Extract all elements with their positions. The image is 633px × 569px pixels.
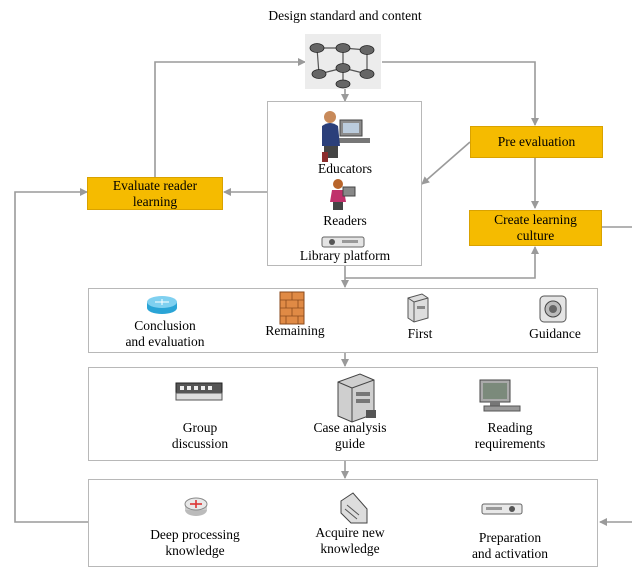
- connectors: [14, 58, 632, 526]
- label-first: First: [407, 326, 433, 341]
- educator-icon: [322, 111, 370, 162]
- router-red-icon: [184, 497, 208, 516]
- label-deep-2: knowledge: [165, 543, 225, 558]
- storage-icon: [340, 492, 368, 524]
- reader-icon: [330, 179, 356, 210]
- diagram-title: Design standard and content: [268, 8, 422, 23]
- projector-icon: [481, 503, 523, 515]
- label-acquire-1: Acquire new: [315, 525, 385, 540]
- label-educators: Educators: [318, 161, 372, 176]
- server-icon: [407, 293, 429, 323]
- label-case-2: guide: [335, 436, 365, 451]
- connector-preeval-to-center: [421, 141, 471, 185]
- label-reading-1: Reading: [487, 420, 533, 435]
- label-readers: Readers: [323, 213, 367, 228]
- label-group-1: Group: [182, 420, 218, 435]
- label-conclusion-1: Conclusion: [134, 318, 196, 333]
- connector-row3-to-evaluate: [14, 188, 88, 523]
- culture-line-1: Create learning: [494, 212, 577, 227]
- projector-icon: [321, 236, 365, 248]
- label-reading-2: requirements: [474, 436, 546, 451]
- connector-network-to-preeval: [382, 61, 539, 126]
- node-evaluate-reader-learning: Evaluate reader learning: [87, 177, 223, 210]
- label-conclusion-2: and evaluation: [125, 334, 205, 349]
- node-pre-evaluation: Pre evaluation: [470, 126, 603, 158]
- label-group-2: discussion: [171, 436, 229, 451]
- center-box: [267, 101, 422, 266]
- label-prep-2: and activation: [471, 546, 549, 561]
- row2-box: [88, 367, 598, 461]
- tower-server-icon: [337, 373, 376, 423]
- label-library-platform: Library platform: [299, 248, 391, 263]
- monitor-icon: [479, 379, 521, 412]
- connector-center-to-culture: [345, 246, 539, 279]
- node-create-learning-culture: Create learning culture: [469, 210, 602, 246]
- connector-evaluate-to-network: [154, 58, 306, 178]
- evaluate-line-1: Evaluate reader: [112, 177, 198, 193]
- label-acquire-2: knowledge: [320, 541, 380, 556]
- label-guidance: Guidance: [529, 326, 581, 341]
- camera-icon: [539, 295, 567, 323]
- router-icon: [147, 296, 177, 314]
- label-remaining: Remaining: [265, 323, 325, 338]
- label-deep-1: Deep processing: [150, 527, 240, 542]
- firewall-icon: [279, 291, 305, 325]
- row3-box: [88, 479, 598, 567]
- culture-line-2: culture: [516, 228, 555, 243]
- pre-evaluation-label: Pre evaluation: [497, 134, 576, 149]
- switch-icon: [175, 382, 223, 401]
- row1-box: [88, 288, 598, 353]
- network-icon: [305, 34, 381, 89]
- label-prep-1: Preparation: [478, 530, 542, 545]
- evaluate-line-2: learning: [132, 193, 178, 209]
- label-case-1: Case analysis: [313, 420, 387, 435]
